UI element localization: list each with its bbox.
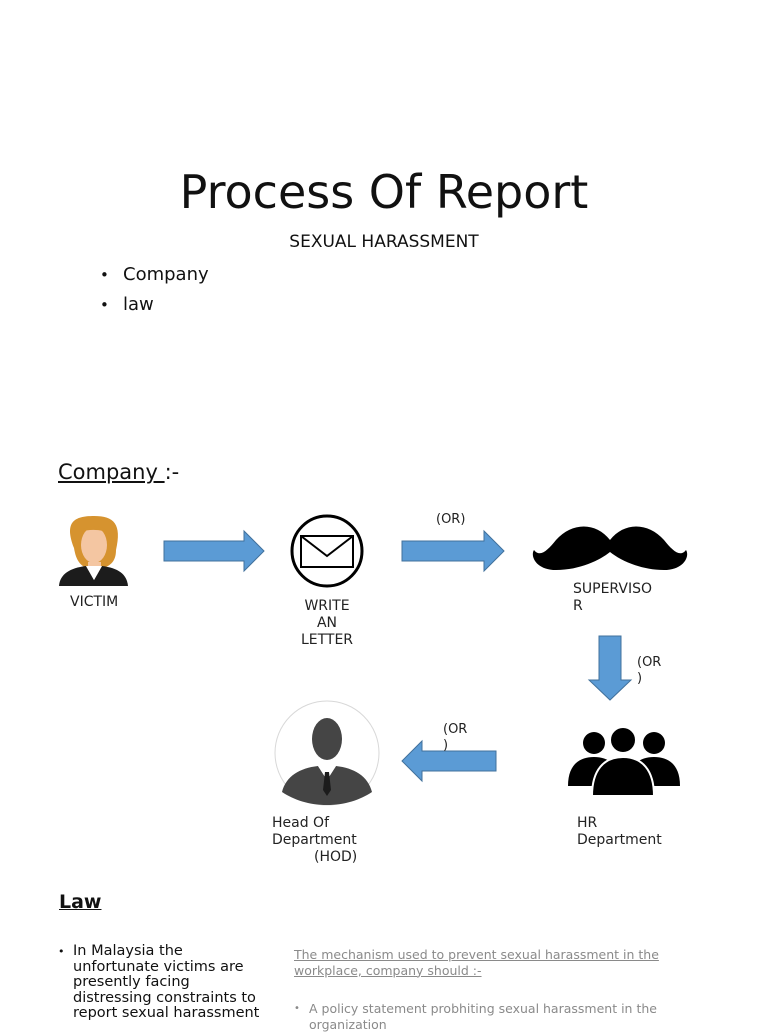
or-label-1: (OR)	[436, 512, 466, 527]
mechanism-bullet-item: A policy statement probhiting sexual har…	[294, 1001, 694, 1032]
hr-label: HR Department	[577, 815, 662, 849]
envelope-icon	[290, 514, 364, 588]
law-heading: Law	[59, 891, 102, 913]
businessman-avatar-icon	[274, 700, 380, 806]
flow-arrow-right-2	[401, 529, 505, 573]
mustache-icon	[532, 526, 688, 570]
topic-item: law	[100, 292, 209, 322]
or-label-line: )	[443, 738, 449, 753]
or-label-2: (OR )	[637, 655, 661, 687]
letter-label-line: LETTER	[300, 632, 354, 648]
supervisor-label: SUPERVISO R	[573, 581, 652, 615]
supervisor-label-line: R	[573, 598, 583, 614]
topic-item: Company	[100, 262, 209, 292]
mechanism-heading: The mechanism used to prevent sexual har…	[294, 947, 659, 978]
company-heading-text: Company	[58, 460, 165, 484]
mechanism-bullet-list: A policy statement probhiting sexual har…	[294, 1001, 694, 1032]
company-heading-suffix: :-	[164, 460, 180, 484]
topic-list: Company law	[100, 262, 209, 322]
hod-label-line: Department	[272, 832, 357, 848]
or-label-line: )	[637, 671, 643, 686]
flow-arrow-right-1	[163, 529, 265, 573]
or-label-line: (OR	[443, 722, 468, 737]
flow-arrow-down	[587, 635, 633, 701]
hod-label: Head Of Department (HOD)	[272, 815, 357, 866]
company-heading: Company :-	[58, 460, 179, 484]
hod-label-line: Head Of	[272, 815, 330, 831]
group-people-icon	[568, 726, 680, 797]
hr-label-line: HR	[577, 815, 598, 831]
page-subtitle: SEXUAL HARASSMENT	[289, 232, 479, 252]
or-label-3: (OR )	[443, 722, 467, 754]
page-title: Process Of Report	[179, 165, 589, 219]
letter-label-line: AN	[316, 615, 338, 631]
letter-label-line: WRITE	[304, 598, 350, 614]
victim-label: VICTIM	[70, 594, 119, 610]
or-label-line: (OR	[637, 655, 662, 670]
law-bullet-item: In Malaysia the unfortunate victims are …	[58, 943, 268, 1022]
hr-label-line: Department	[577, 832, 662, 848]
letter-label: WRITE AN LETTER	[287, 598, 367, 649]
flow-arrow-left	[401, 739, 497, 783]
hod-label-line: (HOD)	[314, 849, 358, 865]
woman-avatar-icon	[59, 516, 128, 586]
supervisor-label-line: SUPERVISO	[573, 581, 652, 597]
law-bullet-list: In Malaysia the unfortunate victims are …	[58, 943, 268, 1022]
